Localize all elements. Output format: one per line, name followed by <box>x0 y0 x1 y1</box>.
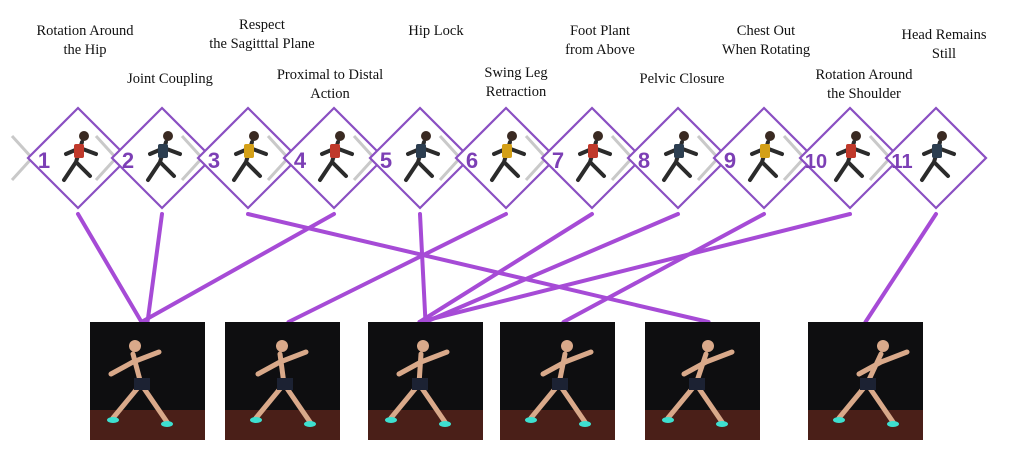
step-label-line2: the Sagitttal Plane <box>209 36 315 52</box>
athlete-figure <box>576 131 612 182</box>
step-diamond-1: 1 <box>10 106 130 210</box>
connection-line-step-2 <box>145 212 164 324</box>
connection-line-step-4 <box>139 212 336 324</box>
athlete-figure <box>62 131 98 182</box>
step-number: 10 <box>805 151 827 173</box>
connection-line-step-3 <box>246 212 711 324</box>
step-diamond-5: 5 <box>352 106 472 210</box>
connection-line-step-11 <box>863 212 938 324</box>
step-label-line2: Retraction <box>485 84 547 100</box>
connection-line-step-1 <box>76 212 144 324</box>
step-label-line1: Hip Lock <box>408 23 464 39</box>
step-label-2: Joint Coupling <box>100 70 240 89</box>
step-label-1: Rotation Around the Hip <box>15 22 155 60</box>
athlete-figure <box>662 131 698 182</box>
step-label-line1: Rotation Around <box>36 23 134 39</box>
step-number: 9 <box>724 148 736 173</box>
thrower-figure <box>225 340 340 440</box>
step-label-line1: Proximal to Distal <box>276 67 384 83</box>
step-label-7: Foot Plant from Above <box>530 22 670 60</box>
step-diamond-2: 2 <box>94 106 214 210</box>
connection-line-step-8 <box>423 212 680 324</box>
step-number: 4 <box>294 148 307 173</box>
step-label-line2: from Above <box>565 42 635 58</box>
step-number: 8 <box>638 148 650 173</box>
step-label-line1: Pelvic Closure <box>639 71 725 87</box>
step-label-line2: the Hip <box>63 42 107 58</box>
athlete-figure <box>834 131 870 182</box>
phase-photo-6 <box>808 322 923 440</box>
phase-photo-4 <box>500 322 615 440</box>
phase-photo-2 <box>225 322 340 440</box>
step-label-line2: When Rotating <box>721 42 811 58</box>
athlete-figure <box>318 131 354 182</box>
step-number: 3 <box>208 148 220 173</box>
phase-photo-3 <box>368 322 483 440</box>
thrower-figure <box>368 340 483 440</box>
step-label-5: Hip Lock <box>366 22 506 41</box>
athlete-figure <box>920 131 956 182</box>
step-label-line1: Rotation Around <box>815 67 913 83</box>
athlete-figure <box>146 131 182 182</box>
step-diamond-6: 6 <box>438 106 558 210</box>
step-number: 7 <box>552 148 564 173</box>
step-diamond-7: 7 <box>524 106 644 210</box>
thrower-figure <box>500 340 615 440</box>
connection-line-step-5 <box>418 212 428 324</box>
step-label-10: Rotation Around the Shoulder <box>794 66 934 104</box>
connection-line-step-6 <box>286 212 508 324</box>
thrower-figure <box>808 340 923 440</box>
step-number: 1 <box>38 148 50 173</box>
step-diamond-9: 9 <box>696 106 816 210</box>
step-diamond-4: 4 <box>266 106 386 210</box>
athlete-figure <box>490 131 526 182</box>
step-label-3: Respect the Sagitttal Plane <box>192 16 332 54</box>
step-label-line1: Chest Out <box>736 23 796 39</box>
step-label-line2: Still <box>931 46 957 62</box>
step-diamond-8: 8 <box>610 106 730 210</box>
step-number: 5 <box>380 148 392 173</box>
step-label-line1: Joint Coupling <box>127 71 213 87</box>
step-number: 2 <box>122 148 134 173</box>
step-label-line1: Respect <box>239 17 285 33</box>
step-label-line1: Head Remains <box>901 27 987 43</box>
step-label-line1: Swing Leg <box>484 65 548 81</box>
step-diamond-11: 11 <box>868 106 988 210</box>
thrower-figure <box>645 340 760 440</box>
athlete-figure <box>232 131 268 182</box>
step-diamond-3: 3 <box>180 106 300 210</box>
thrower-figure <box>90 340 205 440</box>
step-label-line1: Foot Plant <box>569 23 631 39</box>
connection-line-step-10 <box>417 212 852 324</box>
step-label-line2: the Shoulder <box>827 86 901 102</box>
step-label-8: Pelvic Closure <box>612 70 752 89</box>
step-label-line2: Action <box>310 86 350 102</box>
step-diamond-10: 10 <box>782 106 902 210</box>
connection-line-step-9 <box>561 212 766 324</box>
connection-lines <box>76 212 938 324</box>
phase-photo-1 <box>90 322 205 440</box>
athlete-figure <box>404 131 440 182</box>
connection-line-step-7 <box>417 212 594 324</box>
step-number: 6 <box>466 148 478 173</box>
phase-photo-5 <box>645 322 760 440</box>
athlete-figure <box>748 131 784 182</box>
step-number: 11 <box>891 151 912 173</box>
